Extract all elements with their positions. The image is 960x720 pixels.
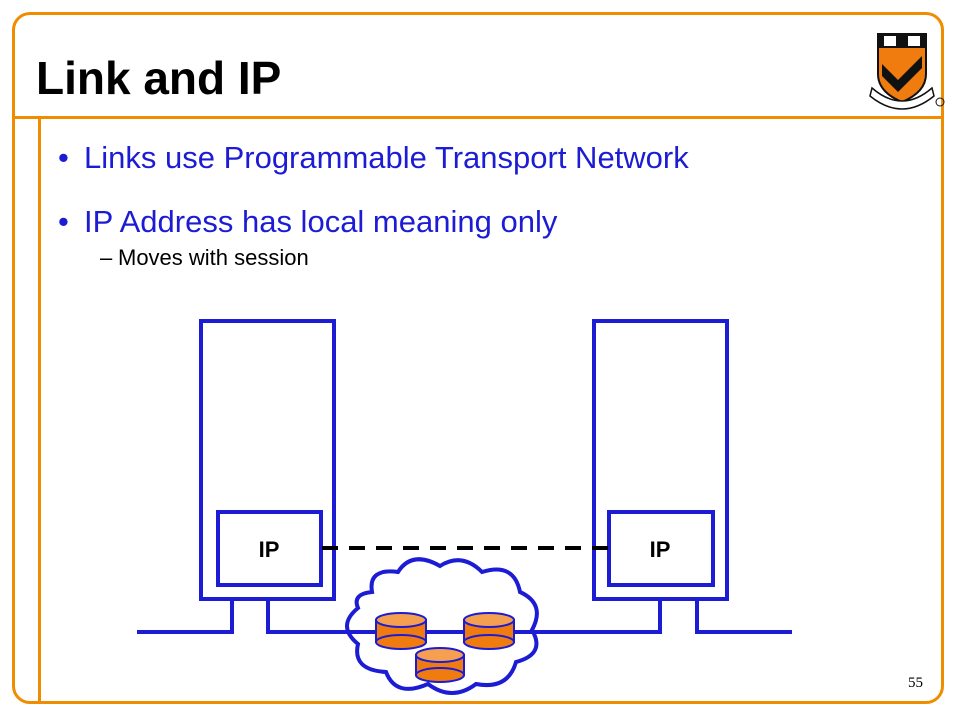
right-ip-label: IP [650,537,671,562]
page-number: 55 [908,675,923,691]
bullet-text: Links use Programmable Transport Network [84,140,689,175]
sub-bullet-text: Moves with session [118,245,309,270]
bullet-text: IP Address has local meaning only [84,204,558,239]
bullet-marker: • [58,204,69,239]
router-icon [463,612,515,650]
slide-frame [12,12,944,704]
title-divider [15,116,944,119]
sub-bullet-marker: – [100,245,113,270]
bullet-item: • IP Address has local meaning only [58,202,689,242]
router-icon [375,612,427,650]
princeton-shield-icon [868,30,952,117]
right-host-external-link [695,600,792,634]
logo-graphic [869,33,945,110]
left-divider [38,116,41,704]
right-host-box [592,319,729,601]
sub-bullet-item: –Moves with session [100,244,689,272]
bullet-list: • Links use Programmable Transport Networ… [58,138,689,272]
left-host-box [199,319,336,601]
slide-title: Link and IP [36,52,282,104]
network-cloud [345,557,539,695]
left-host-external-link [137,600,234,634]
left-ip-label: IP [259,537,280,562]
right-ip-box [607,510,715,587]
router-icon [415,647,465,683]
bullet-item: • Links use Programmable Transport Networ… [58,138,689,178]
bullet-marker: • [58,140,69,175]
left-ip-box [216,510,323,587]
